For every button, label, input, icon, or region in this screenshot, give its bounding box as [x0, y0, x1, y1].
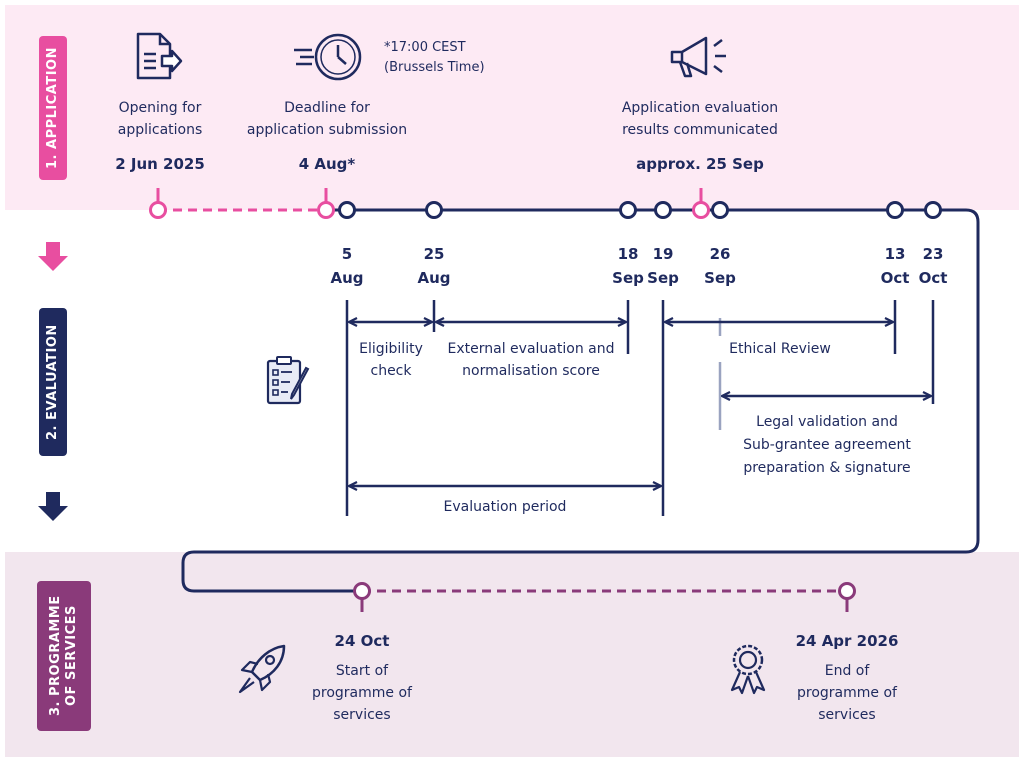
milestone-programme-start: [353, 582, 371, 612]
main-timeline-line: [181, 208, 980, 593]
programme-end-date: 24 Apr 2026: [795, 632, 899, 650]
results-date: approx. 25 Sep: [636, 155, 764, 173]
deadline-note: *17:00 CEST(Brussels Time): [384, 40, 485, 75]
evaluation-period-label: Evaluation period: [443, 499, 567, 515]
milestone-deadline: [317, 188, 335, 219]
ethical-review-label: Ethical Review: [729, 341, 831, 357]
navy-down-arrow-icon: [38, 492, 68, 521]
pink-down-arrow-icon: [38, 242, 68, 271]
milestone-programme-end: [838, 582, 856, 612]
checklist-icon: [266, 356, 310, 405]
deadline-date: 4 Aug*: [298, 155, 356, 173]
document-arrow-icon: [136, 32, 183, 80]
milestone-results: [692, 188, 710, 219]
programme-start-date: 24 Oct: [334, 632, 390, 650]
date-node-23-oct: [924, 201, 942, 219]
date-node-19-sep: [654, 201, 672, 219]
fast-clock-icon: [294, 33, 362, 81]
date-node-26-sep: [711, 201, 729, 219]
application-band: [5, 5, 1019, 210]
milestone-opening: [149, 188, 167, 219]
date-node-13-oct: [886, 201, 904, 219]
award-ribbon-icon: [730, 644, 766, 695]
date-node-5-aug: [338, 201, 356, 219]
date-node-18-sep: [619, 201, 637, 219]
rocket-icon: [238, 644, 286, 694]
date-node-25-aug: [425, 201, 443, 219]
megaphone-icon: [670, 36, 726, 78]
opening-date: 2 Jun 2025: [115, 155, 205, 173]
